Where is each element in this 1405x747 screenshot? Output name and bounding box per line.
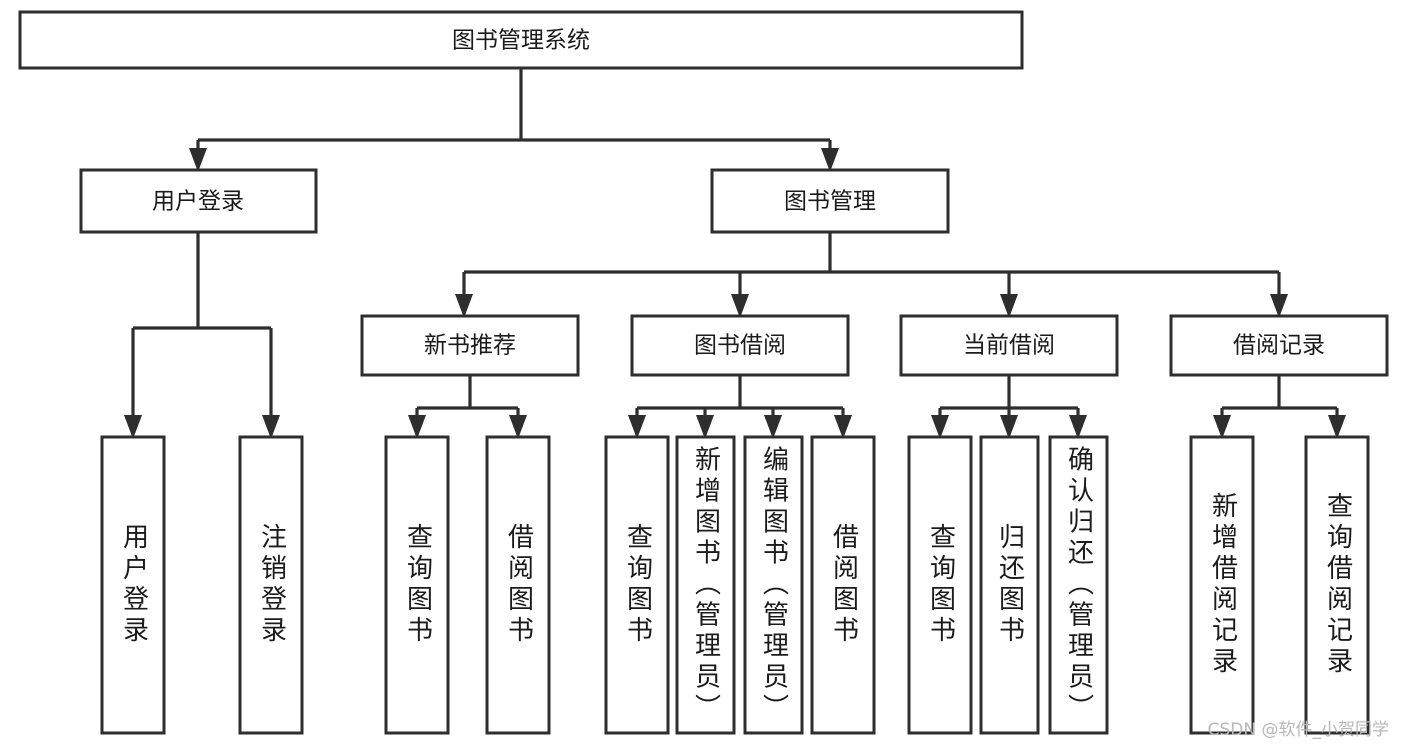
arrow-to-leaf-borrow-book-1 <box>509 415 527 439</box>
node-leaf-borrow-book-1-label: 借阅图书 <box>504 523 534 647</box>
node-user-login-label: 用户登录 <box>152 189 244 215</box>
node-current-borrow[interactable]: 当前借阅 <box>899 314 1119 377</box>
edge-group-borrow-record <box>1213 375 1346 439</box>
node-leaf-edit-book-box[interactable] <box>743 435 804 735</box>
node-leaf-logout-box[interactable] <box>238 435 304 735</box>
node-leaf-borrow-book-2-label: 借阅图书 <box>829 523 859 647</box>
node-borrow-record[interactable]: 借阅记录 <box>1169 314 1389 377</box>
node-leaf-query-book-3-label: 查询图书 <box>926 523 956 647</box>
arrow-to-leaf-logout <box>262 415 280 439</box>
node-book-borrow[interactable]: 图书借阅 <box>630 314 850 377</box>
arrow-to-leaf-confirm-return <box>1069 415 1087 439</box>
arrow-to-leaf-user-login <box>124 415 142 439</box>
node-leaf-query-book-1-label: 查询图书 <box>403 523 433 647</box>
node-leaf-query-book-2-label: 查询图书 <box>623 523 653 647</box>
node-leaf-query-book-2[interactable]: 查询图书 <box>604 435 670 735</box>
node-leaf-logout-label: 注销登录 <box>257 523 287 647</box>
node-new-book-rec-box[interactable] <box>360 314 580 377</box>
node-current-borrow-box[interactable] <box>899 314 1119 377</box>
node-root-box[interactable] <box>18 10 1024 70</box>
arrow-to-borrow-record <box>1270 294 1288 318</box>
node-leaf-query-record-box[interactable] <box>1304 435 1370 735</box>
node-leaf-confirm-return[interactable]: 确认归还（管理员） <box>1048 435 1109 735</box>
arrow-to-leaf-edit-book <box>764 415 782 439</box>
node-leaf-add-record-box[interactable] <box>1189 435 1255 735</box>
node-leaf-return-book-box[interactable] <box>979 435 1040 735</box>
node-leaf-add-book-box[interactable] <box>675 435 736 735</box>
node-book-manage[interactable]: 图书管理 <box>710 168 950 234</box>
arrow-to-leaf-query-book-1 <box>408 415 426 439</box>
node-leaf-borrow-book-1[interactable]: 借阅图书 <box>485 435 551 735</box>
node-leaf-borrow-book-2-box[interactable] <box>810 435 876 735</box>
node-borrow-record-label: 借阅记录 <box>1233 333 1325 359</box>
node-leaf-confirm-return-label: 确认归还（管理员） <box>1064 445 1094 724</box>
node-leaf-user-login-box[interactable] <box>100 435 166 735</box>
node-book-manage-box[interactable] <box>710 168 950 234</box>
node-user-login-box[interactable] <box>79 168 318 234</box>
node-leaf-add-book-label: 新增图书（管理员） <box>691 445 721 724</box>
node-root-label: 图书管理系统 <box>452 28 590 54</box>
node-leaf-return-book-label: 归还图书 <box>995 523 1025 647</box>
arrow-to-user-login <box>189 148 207 172</box>
node-new-book-rec[interactable]: 新书推荐 <box>360 314 580 377</box>
node-leaf-query-book-1[interactable]: 查询图书 <box>384 435 450 735</box>
edge-group-user-login <box>124 232 280 439</box>
arrow-to-new-book-rec <box>455 294 473 318</box>
node-leaf-add-record[interactable]: 新增借阅记录 <box>1189 435 1255 735</box>
node-book-borrow-box[interactable] <box>630 314 850 377</box>
edge-group-root <box>189 68 839 172</box>
node-leaf-borrow-book-1-box[interactable] <box>485 435 551 735</box>
arrow-to-book-manage <box>821 148 839 172</box>
node-current-borrow-label: 当前借阅 <box>963 333 1055 359</box>
node-leaf-query-book-2-box[interactable] <box>604 435 670 735</box>
node-leaf-edit-book[interactable]: 编辑图书（管理员） <box>743 435 804 735</box>
node-user-login[interactable]: 用户登录 <box>79 168 318 234</box>
node-leaf-query-book-3-box[interactable] <box>907 435 973 735</box>
node-leaf-query-book-3[interactable]: 查询图书 <box>907 435 973 735</box>
node-root[interactable]: 图书管理系统 <box>18 10 1024 70</box>
arrow-to-leaf-return-book <box>1000 415 1018 439</box>
node-leaf-add-book[interactable]: 新增图书（管理员） <box>675 435 736 735</box>
node-leaf-borrow-book-2[interactable]: 借阅图书 <box>810 435 876 735</box>
arrow-to-leaf-add-record <box>1213 415 1231 439</box>
arrow-to-leaf-add-book <box>696 415 714 439</box>
edge-group-new-book-rec <box>408 375 527 439</box>
node-book-manage-label: 图书管理 <box>784 189 876 215</box>
node-leaf-user-login-label: 用户登录 <box>119 523 149 647</box>
node-leaf-query-record-label: 查询借阅记录 <box>1323 492 1353 678</box>
node-leaf-logout[interactable]: 注销登录 <box>238 435 304 735</box>
node-leaf-return-book[interactable]: 归还图书 <box>979 435 1040 735</box>
node-leaf-query-book-1-box[interactable] <box>384 435 450 735</box>
edge-group-current-borrow <box>931 375 1087 439</box>
node-book-borrow-label: 图书借阅 <box>694 333 786 359</box>
node-leaf-confirm-return-box[interactable] <box>1048 435 1109 735</box>
arrow-to-leaf-query-book-2 <box>628 415 646 439</box>
node-leaf-edit-book-label: 编辑图书（管理员） <box>759 445 789 724</box>
arrow-to-book-borrow <box>731 294 749 318</box>
edge-group-book-borrow <box>628 375 852 439</box>
edge-group-book-manage <box>455 232 1288 318</box>
node-leaf-query-record[interactable]: 查询借阅记录 <box>1304 435 1370 735</box>
node-leaf-user-login[interactable]: 用户登录 <box>100 435 166 735</box>
arrow-to-leaf-query-record <box>1328 415 1346 439</box>
arrow-to-leaf-query-book-3 <box>931 415 949 439</box>
node-borrow-record-box[interactable] <box>1169 314 1389 377</box>
arrow-to-current-borrow <box>1000 294 1018 318</box>
arrow-to-leaf-borrow-book-2 <box>834 415 852 439</box>
node-leaf-add-record-label: 新增借阅记录 <box>1208 492 1238 678</box>
node-new-book-rec-label: 新书推荐 <box>424 333 516 359</box>
